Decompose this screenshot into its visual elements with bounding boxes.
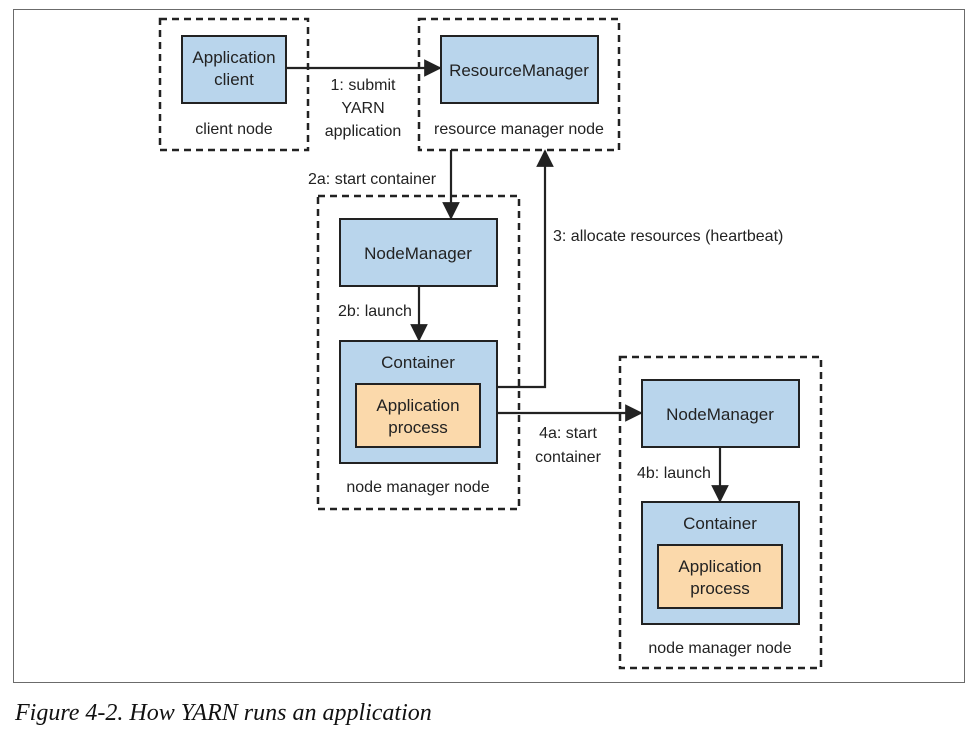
- start-container-4a-label-line1: 4a: start: [539, 425, 597, 442]
- nm-node-2-label: node manager node: [648, 640, 791, 657]
- submit-label-line3: application: [325, 123, 402, 140]
- rm-node-label: resource manager node: [434, 121, 604, 138]
- allocate-resources-label: 3: allocate resources (heartbeat): [553, 228, 783, 245]
- start-container-2a-label: 2a: start container: [308, 171, 437, 188]
- application-client-label-line2: client: [214, 70, 254, 89]
- client-node-outline: [158, 17, 310, 152]
- nm-node-1-outline: [316, 194, 521, 511]
- submit-label-line1: 1: submit: [331, 77, 396, 94]
- node-manager-2-box: [641, 379, 800, 448]
- client-node-label: client node: [195, 121, 272, 138]
- launch-2b-label: 2b: launch: [338, 303, 412, 320]
- nm-node-1-label: node manager node: [346, 479, 489, 496]
- node-manager-1-label: NodeManager: [364, 244, 472, 263]
- application-client-box: [181, 35, 287, 104]
- node-manager-2-label: NodeManager: [666, 405, 774, 424]
- resource-manager-label: ResourceManager: [449, 61, 589, 80]
- application-process-1-line2: process: [388, 418, 448, 437]
- application-process-2-line2: process: [690, 579, 750, 598]
- application-client-label-line1: Application: [192, 48, 275, 67]
- application-process-1-box: [355, 383, 481, 448]
- application-process-2-box: [657, 544, 783, 609]
- application-process-2-line1: Application: [678, 557, 761, 576]
- start-container-4a-label-line2: container: [535, 449, 601, 466]
- container-1-label: Container: [381, 353, 455, 372]
- submit-label-line2: YARN: [341, 100, 384, 117]
- rm-node-outline: [417, 17, 621, 152]
- nm-node-2-outline: [618, 355, 823, 670]
- resource-manager-box: [440, 35, 599, 104]
- node-manager-1-box: [339, 218, 498, 287]
- container-2-label: Container: [683, 514, 757, 533]
- application-process-1-line1: Application: [376, 396, 459, 415]
- arrow-allocate-resources: [497, 149, 554, 389]
- figure-caption: Figure 4-2. How YARN runs an application: [15, 700, 432, 726]
- launch-4b-label: 4b: launch: [637, 465, 711, 482]
